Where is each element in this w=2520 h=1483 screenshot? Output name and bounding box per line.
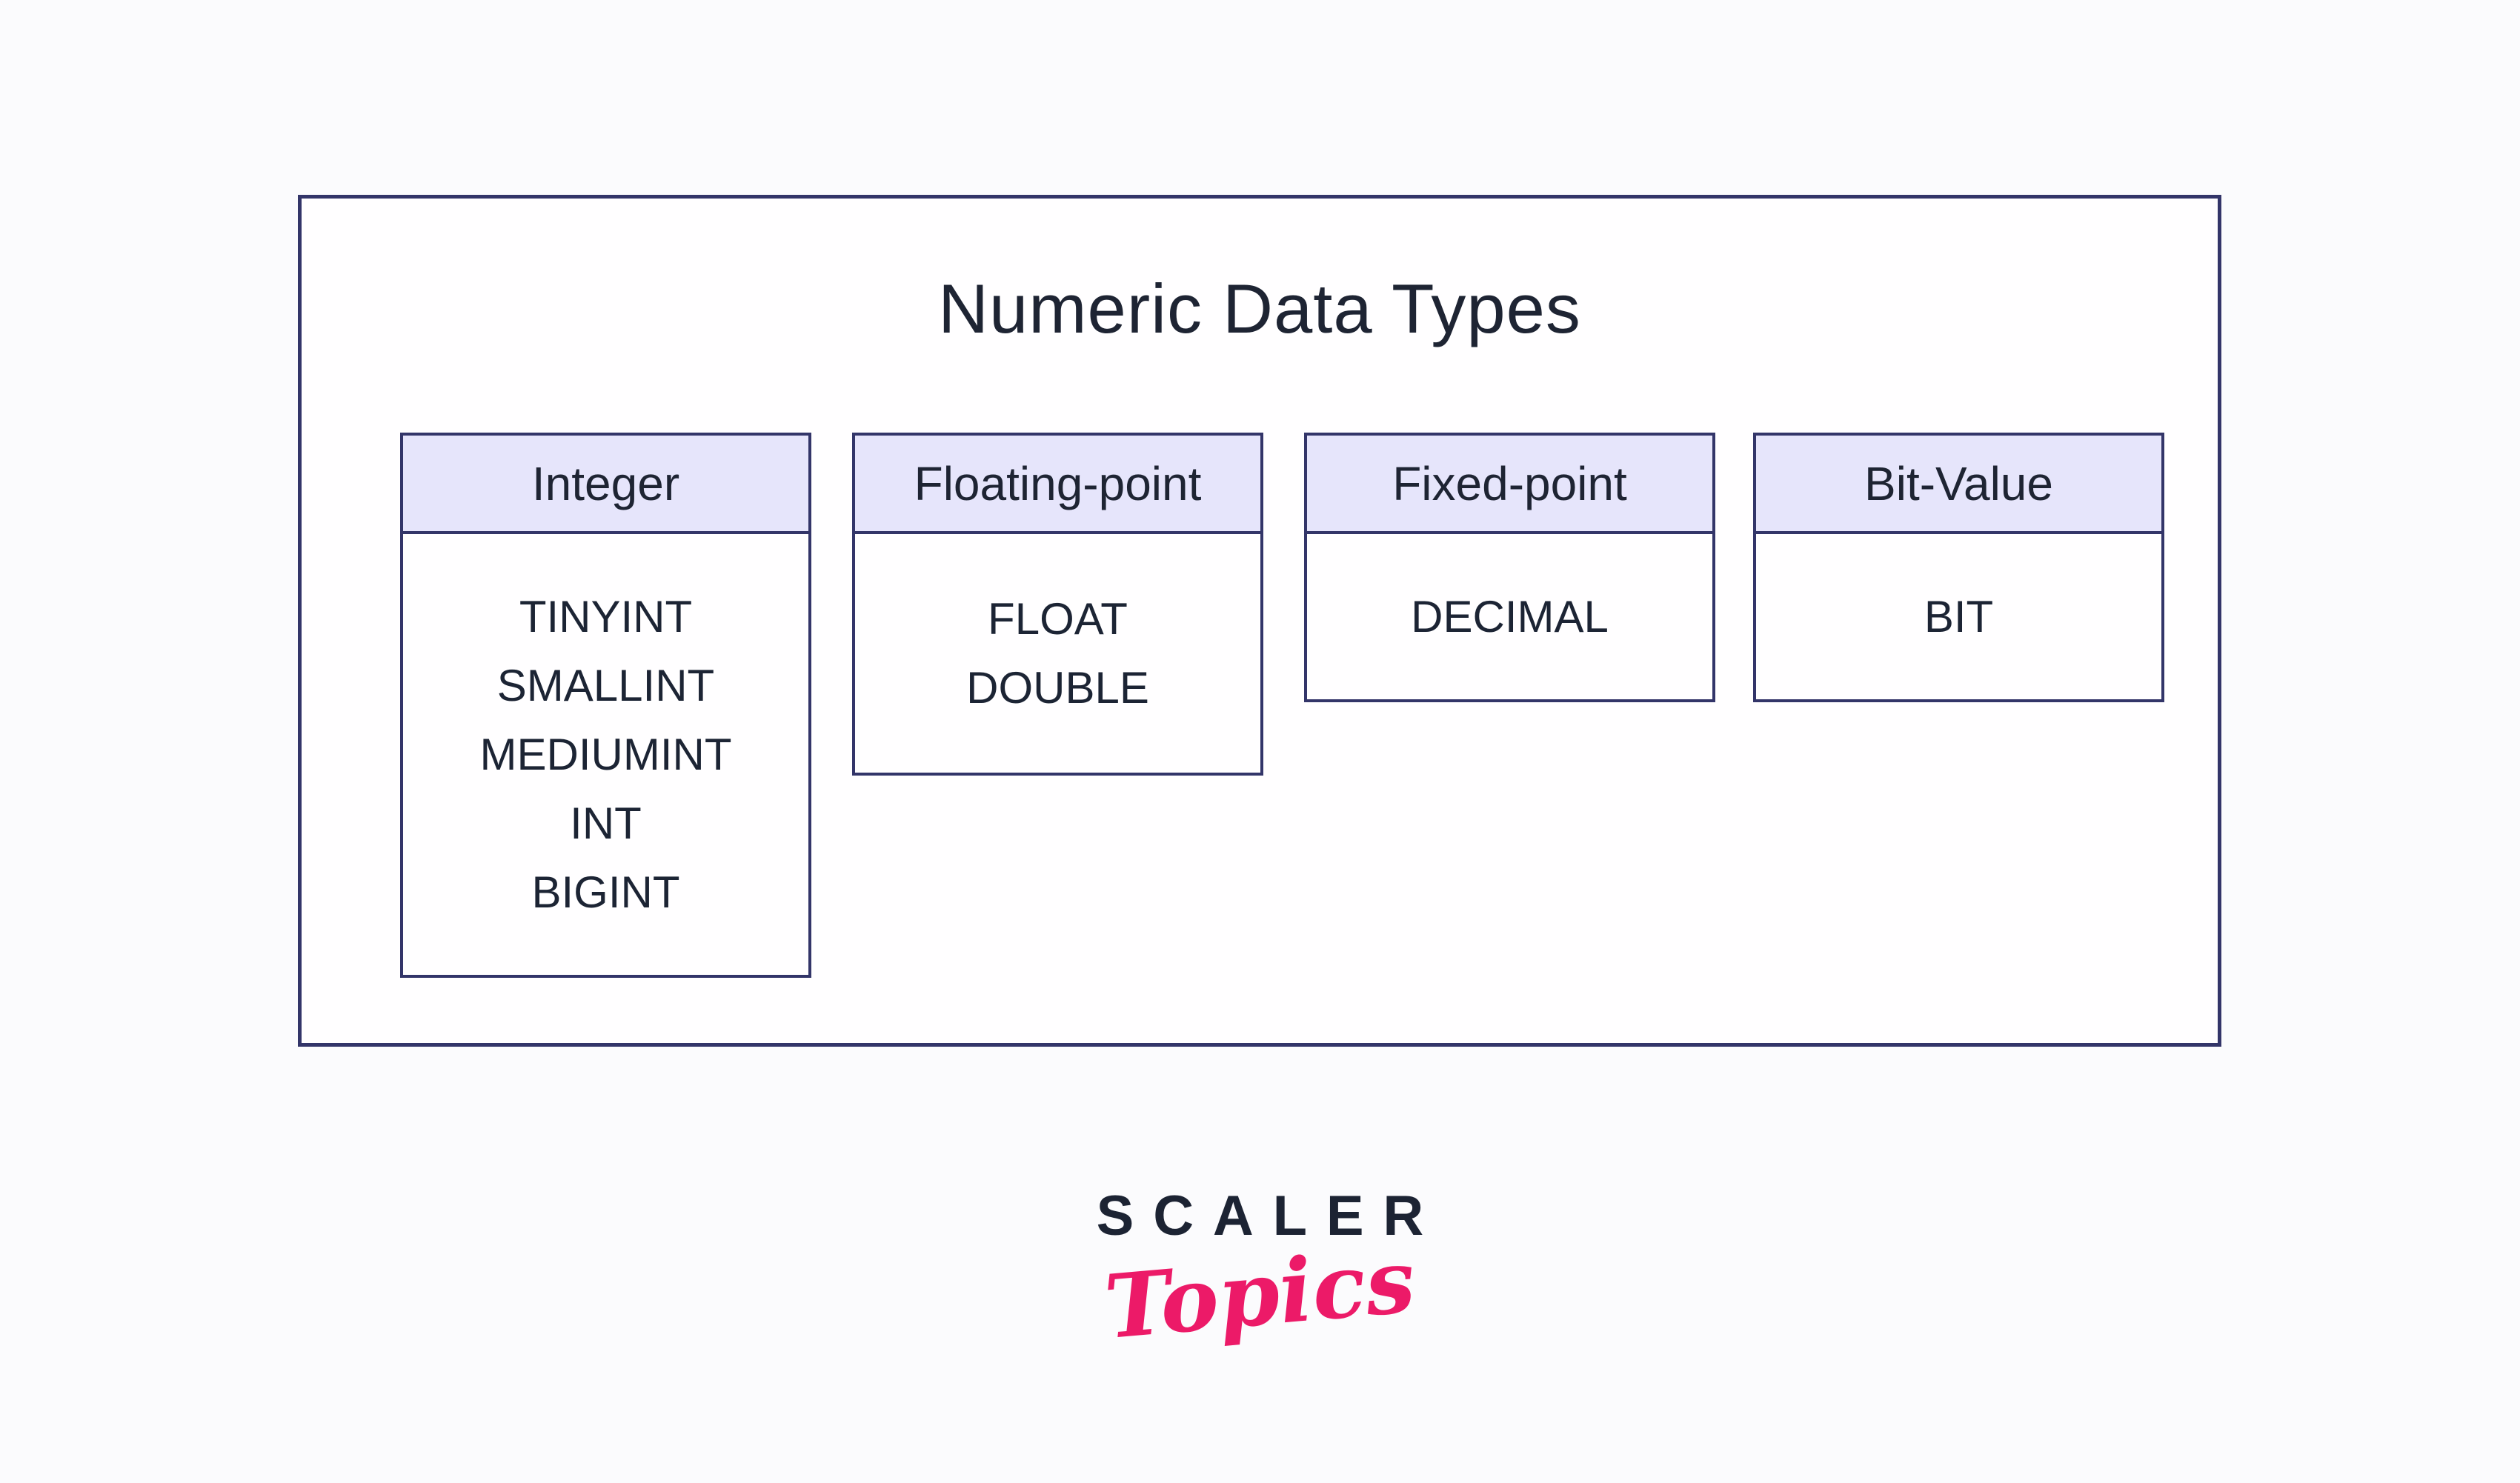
- category-header-integer: Integer: [403, 436, 808, 534]
- type-item: MEDIUMINT: [479, 730, 732, 779]
- category-card-fixed-point: Fixed-point DECIMAL: [1304, 433, 1715, 702]
- type-item: BIT: [1924, 592, 1994, 641]
- category-header-bit-value: Bit-Value: [1756, 436, 2161, 534]
- category-header-fixed-point: Fixed-point: [1307, 436, 1712, 534]
- brand-product-script: Topics: [1100, 1229, 1420, 1359]
- category-title: Integer: [531, 456, 680, 510]
- type-item: DECIMAL: [1411, 592, 1609, 641]
- type-item: DOUBLE: [966, 663, 1149, 713]
- brand-logo: SCALER Topics: [0, 1184, 2520, 1359]
- type-item: INT: [570, 799, 642, 848]
- category-card-integer: Integer TINYINT SMALLINT MEDIUMINT INT B…: [400, 433, 811, 978]
- type-list-fixed-point: DECIMAL: [1307, 534, 1712, 699]
- brand-wordmark: SCALER: [1096, 1184, 1443, 1247]
- numeric-data-types-panel: Numeric Data Types Integer TINYINT SMALL…: [298, 195, 2221, 1047]
- diagram-title: Numeric Data Types: [938, 270, 1581, 347]
- type-item: TINYINT: [519, 592, 693, 641]
- category-card-floating-point: Floating-point FLOAT DOUBLE: [852, 433, 1263, 776]
- type-item: SMALLINT: [496, 661, 715, 710]
- category-title: Floating-point: [914, 456, 1202, 510]
- category-header-floating-point: Floating-point: [855, 436, 1260, 534]
- type-item: FLOAT: [988, 594, 1128, 644]
- type-list-bit-value: BIT: [1756, 534, 2161, 699]
- category-title: Bit-Value: [1864, 456, 2053, 510]
- type-list-floating-point: FLOAT DOUBLE: [855, 534, 1260, 773]
- category-title: Fixed-point: [1392, 456, 1627, 510]
- type-list-integer: TINYINT SMALLINT MEDIUMINT INT BIGINT: [403, 534, 808, 975]
- type-item: BIGINT: [531, 867, 680, 917]
- category-card-bit-value: Bit-Value BIT: [1753, 433, 2164, 702]
